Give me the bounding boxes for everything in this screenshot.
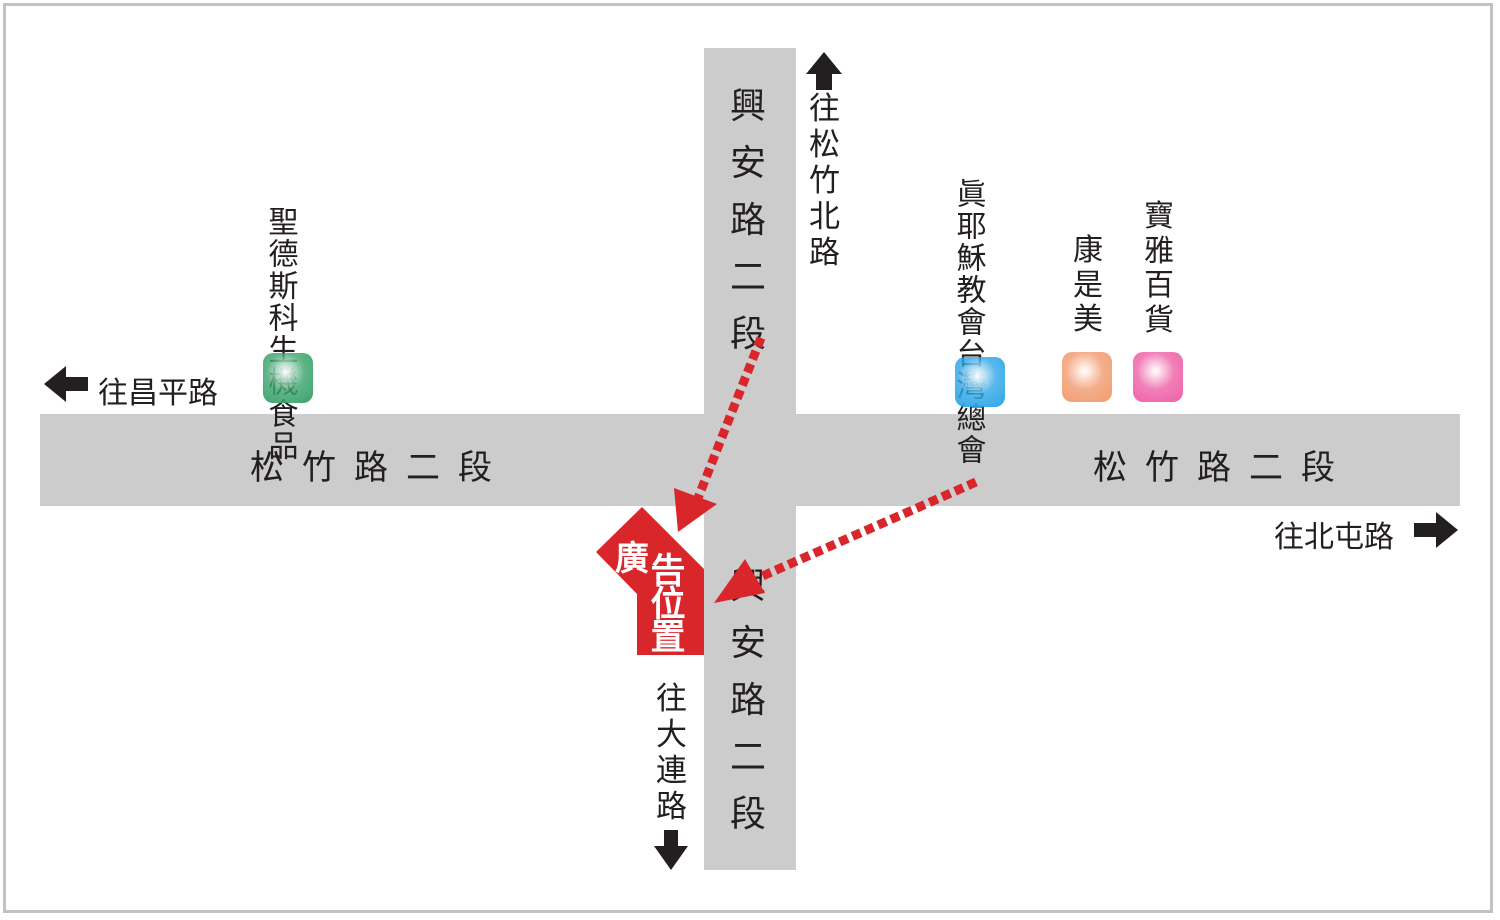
map-frame xyxy=(3,3,1493,913)
landmark-marker-blue xyxy=(955,357,1005,407)
road-label-west: 松竹路二段 xyxy=(250,448,510,488)
road-label-east: 松竹路二段 xyxy=(1093,448,1353,488)
landmark-cosmed-name: 康是美 xyxy=(1073,233,1103,337)
direction-east-label: 往北屯路 xyxy=(1274,520,1394,555)
landmark-name-col1: 眞耶穌教會 xyxy=(950,178,986,338)
landmark-poya-name: 寶雅百貨 xyxy=(1144,199,1174,338)
landmark-marker-pink xyxy=(1133,352,1183,402)
landmark-marker-orange xyxy=(1062,352,1112,402)
arrow-up-icon xyxy=(806,52,842,90)
route-arrowhead-icon xyxy=(674,488,717,532)
arrow-down-icon xyxy=(654,830,688,870)
direction-west-label: 往昌平路 xyxy=(98,376,218,411)
direction-north-label: 往松竹北路 xyxy=(809,91,840,271)
ad-position-badge xyxy=(596,507,704,655)
landmark-marker-green xyxy=(263,353,313,403)
direction-south-label: 往大連路 xyxy=(656,681,687,825)
landmark-name-col1: 聖德斯科 xyxy=(262,206,298,334)
ad-position-text-1: 廣 xyxy=(615,539,649,579)
road-label-north: 興安路二段 xyxy=(730,86,767,355)
route-from-north xyxy=(693,336,766,500)
route-from-east xyxy=(756,477,978,583)
road-xingan-2nd-section xyxy=(704,48,796,870)
ad-position-text-2: 告位置 xyxy=(650,551,686,658)
arrow-left-icon xyxy=(44,366,88,402)
arrow-right-icon xyxy=(1414,512,1458,548)
route-arrowhead-icon xyxy=(714,559,765,603)
